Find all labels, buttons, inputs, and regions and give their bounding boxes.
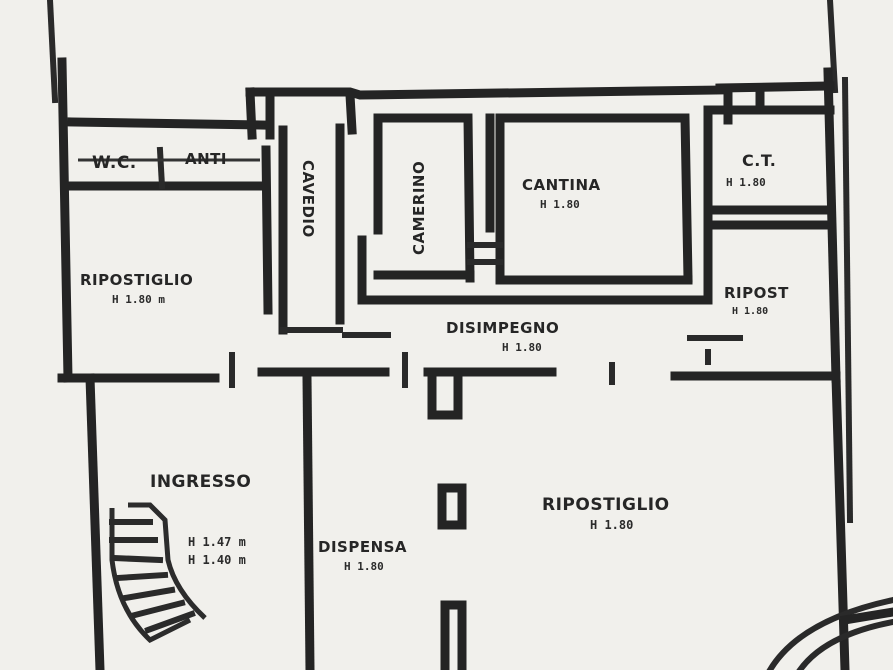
room-sub-ripost-small: H 1.80 xyxy=(732,306,768,317)
curved-stair-right xyxy=(766,596,893,670)
room-label-anti: ANTI xyxy=(185,150,227,168)
room-sub-ingresso-2: H 1.40 m xyxy=(188,553,246,567)
room-label-ripostiglio-big: RIPOSTIGLIO xyxy=(542,495,670,515)
room-sub-disimpegno: H 1.80 xyxy=(502,341,542,354)
cantina-block xyxy=(357,113,713,305)
room-sub-ripostiglio-big: H 1.80 xyxy=(590,518,633,532)
room-label-ingresso: INGRESSO xyxy=(150,472,251,492)
wc-block xyxy=(67,145,273,315)
staircase xyxy=(109,502,207,644)
ct-block xyxy=(703,90,835,297)
room-label-wc: W.C. xyxy=(92,153,137,173)
room-label-ct: C.T. xyxy=(742,151,776,170)
top-walls xyxy=(67,81,835,140)
corridor-walls xyxy=(57,332,841,420)
cavedio-walls xyxy=(278,123,345,335)
room-label-disimpegno: DISIMPEGNO xyxy=(446,319,559,337)
room-label-camerino: CAMERINO xyxy=(410,161,428,255)
room-label-ripost-small: RIPOST xyxy=(724,284,789,302)
room-label-dispensa: DISPENSA xyxy=(318,538,407,556)
room-sub-ripostiglio-left: H 1.80 m xyxy=(112,293,165,306)
room-sub-cantina: H 1.80 xyxy=(540,198,580,211)
room-sub-ct: H 1.80 xyxy=(726,176,766,189)
room-label-cantina: CANTINA xyxy=(522,176,601,194)
room-label-cavedio: CAVEDIO xyxy=(299,160,317,238)
room-label-ripostiglio-left: RIPOSTIGLIO xyxy=(80,271,193,289)
lower-walls xyxy=(302,373,467,670)
room-sub-dispensa: H 1.80 xyxy=(344,560,384,573)
room-sub-ingresso-1: H 1.47 m xyxy=(188,535,246,549)
